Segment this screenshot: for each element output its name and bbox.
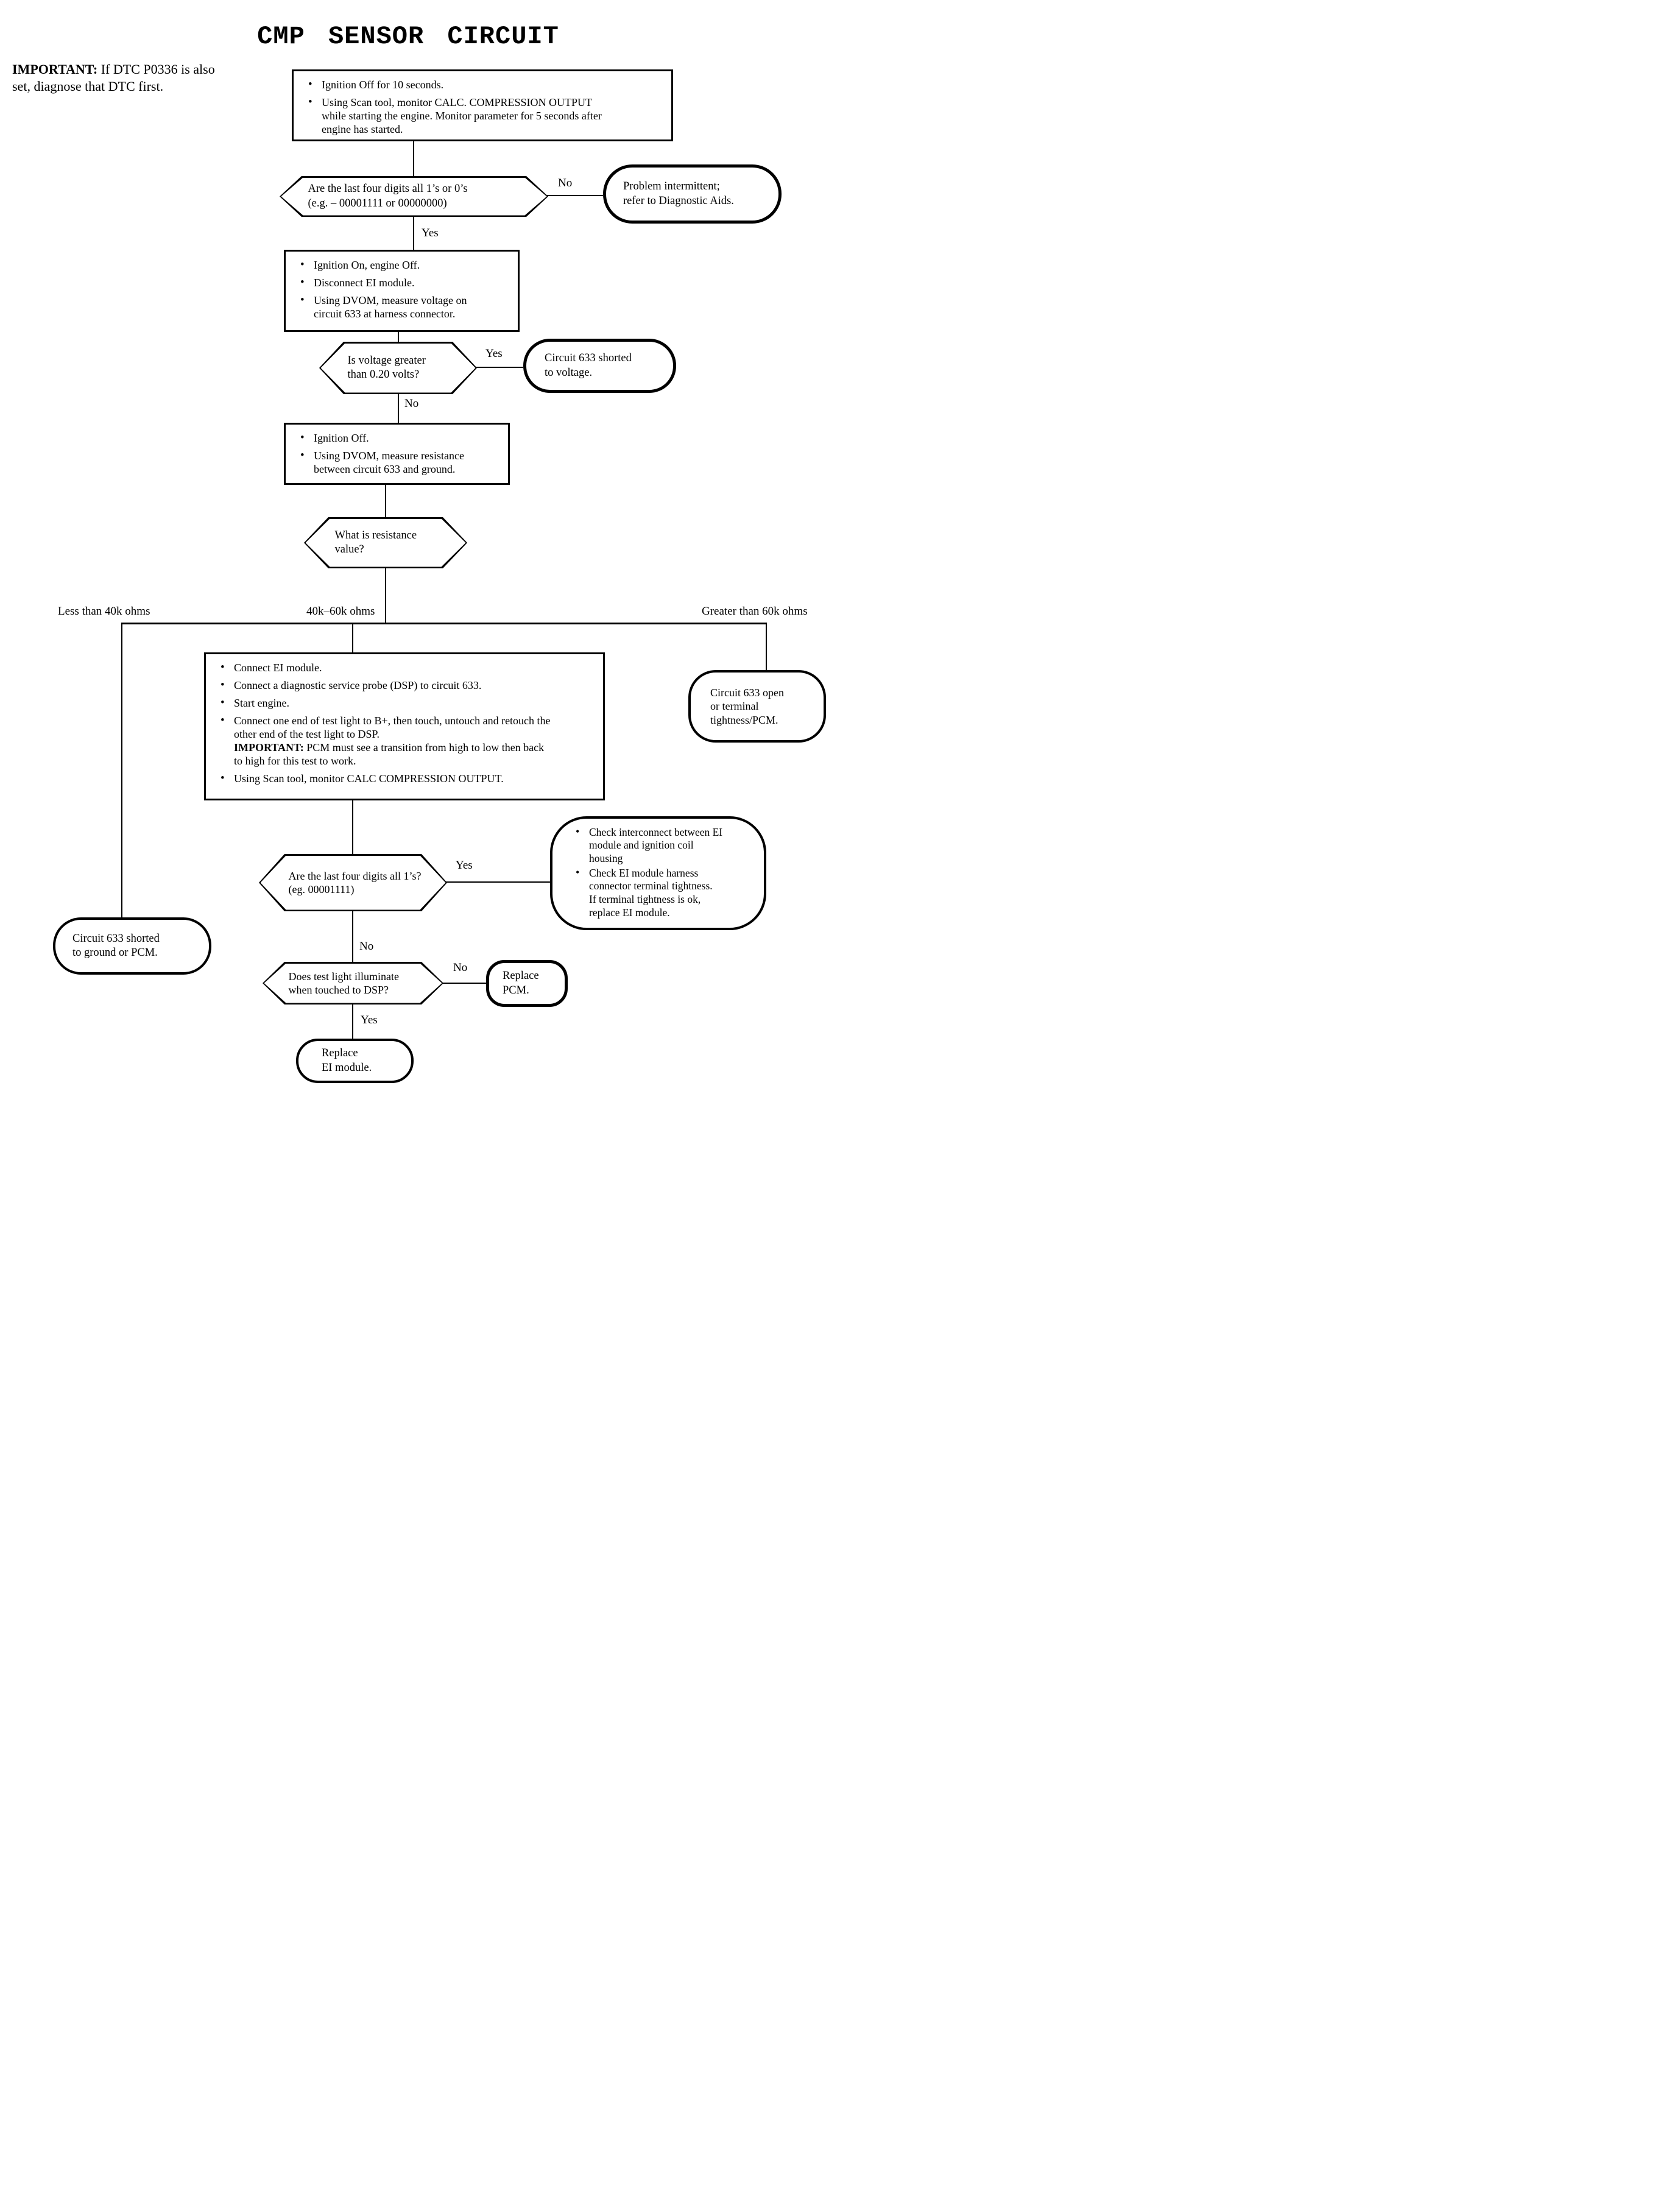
step-testlight-bullet-2: Connect a diagnostic service probe (DSP)… xyxy=(216,678,554,693)
terminal-shorted-to-voltage: Circuit 633 shorted to voltage. xyxy=(523,339,676,393)
decision-resistance-value: What is resistance value? xyxy=(304,517,467,568)
step-box-voltage: Ignition On, engine Off. Disconnect EI m… xyxy=(284,250,520,332)
decision-line: value? xyxy=(334,543,364,556)
edge-label-yes: Yes xyxy=(485,347,503,360)
connector-decision4-decision5 xyxy=(352,911,353,962)
step-testlight-important: IMPORTANT: PCM must see a transition fro… xyxy=(216,741,554,768)
decision-line: What is resistance xyxy=(334,529,417,542)
terminal-shorted-to-ground: Circuit 633 shorted to ground or PCM. xyxy=(53,917,211,975)
step-voltage-bullet-1: Ignition On, engine Off. xyxy=(295,258,481,272)
step-initial-bullet-2: Using Scan tool, monitor CALC. COMPRESSI… xyxy=(303,95,614,136)
step-testlight-bullet-4: Connect one end of test light to B+, the… xyxy=(216,713,554,741)
connector-branch-right xyxy=(766,623,767,671)
step-voltage-bullet-2: Disconnect EI module. xyxy=(295,275,481,290)
terminal-check-bullet-1: Check interconnect between EI module and… xyxy=(573,825,725,866)
step-testlight-bullet-1: Connect EI module. xyxy=(216,660,554,675)
terminal-replace-pcm: Replace PCM. xyxy=(486,960,568,1007)
connector-step4-decision4 xyxy=(352,800,353,854)
step-testlight-important-text: PCM must see a transition from high to l… xyxy=(234,741,545,767)
decision-line: than 0.20 volts? xyxy=(347,369,420,381)
edge-label-no: No xyxy=(359,940,374,953)
terminal-line: Problem intermittent; xyxy=(623,180,720,193)
step-box-initial: Ignition Off for 10 seconds. Using Scan … xyxy=(292,69,673,141)
connector-decision3-branchline xyxy=(385,568,386,624)
decision-line: (e.g. – 00001111 or 00000000) xyxy=(308,197,447,210)
decision-line: Is voltage greater xyxy=(347,354,426,367)
decision-test-light-illuminate: Does test light illuminate when touched … xyxy=(263,962,443,1004)
connector-step2-decision2 xyxy=(398,332,399,342)
terminal-line: to ground or PCM. xyxy=(72,947,158,959)
edge-label-yes: Yes xyxy=(422,227,439,239)
step-resistance-bullet-2: Using DVOM, measure resistance between c… xyxy=(295,448,501,476)
terminal-line: PCM. xyxy=(503,984,529,997)
terminal-line: EI module. xyxy=(322,1061,372,1074)
branch-horizontal-line xyxy=(121,623,767,624)
decision-line: Are the last four digits all 1’s or 0’s xyxy=(308,183,468,196)
terminal-line: tightness/PCM. xyxy=(710,713,778,726)
edge-label-yes: Yes xyxy=(456,859,473,872)
decision-line: Does test light illuminate xyxy=(288,970,399,983)
terminal-line: Circuit 633 shorted xyxy=(72,932,160,945)
connector-step3-decision3 xyxy=(385,485,386,517)
terminal-line: or terminal xyxy=(710,700,759,713)
terminal-problem-intermittent: Problem intermittent; refer to Diagnosti… xyxy=(603,164,782,224)
decision-line: Are the last four digits all 1’s? xyxy=(288,869,422,882)
step-testlight-bullet-5: Using Scan tool, monitor CALC COMPRESSIO… xyxy=(216,771,554,786)
decision-line: when touched to DSP? xyxy=(288,984,389,996)
edge-label-no: No xyxy=(453,961,468,974)
step-testlight-bullet-3: Start engine. xyxy=(216,696,554,710)
connector-decision5-replace-ei xyxy=(352,1004,353,1039)
edge-label-no: No xyxy=(404,397,419,410)
terminal-check-bullet-2: Check EI module harness connector termin… xyxy=(573,866,725,920)
important-note-label: IMPORTANT: xyxy=(12,62,98,77)
connector-decision4-check-interconnect xyxy=(446,881,550,883)
edge-label-no: No xyxy=(558,177,573,189)
branch-label-greater-than-60k: Greater than 60k ohms xyxy=(702,605,808,618)
terminal-line: Circuit 633 open xyxy=(710,686,784,699)
terminal-line: Replace xyxy=(322,1047,358,1060)
connector-decision1-intermittent xyxy=(547,195,603,196)
terminal-line: Replace xyxy=(503,970,539,983)
step-resistance-bullet-1: Ignition Off. xyxy=(295,431,501,445)
connector-branch-left xyxy=(121,623,122,917)
edge-label-yes: Yes xyxy=(361,1014,378,1026)
terminal-line: to voltage. xyxy=(545,366,593,379)
terminal-check-interconnect: Check interconnect between EI module and… xyxy=(550,816,766,930)
decision-voltage-greater: Is voltage greater than 0.20 volts? xyxy=(319,342,477,394)
decision-last-four-digits-1s-0s: Are the last four digits all 1’s or 0’s … xyxy=(280,176,548,217)
connector-decision2-shorted-voltage xyxy=(476,367,523,368)
terminal-replace-ei-module: Replace EI module. xyxy=(296,1039,414,1083)
decision-line: (eg. 00001111) xyxy=(288,883,355,895)
flowchart-page: CMP SENSOR CIRCUIT IMPORTANT: If DTC P03… xyxy=(0,0,840,1105)
connector-decision5-replace-pcm xyxy=(442,983,486,984)
step-initial-bullet-1: Ignition Off for 10 seconds. xyxy=(303,77,614,92)
step-voltage-bullet-3: Using DVOM, measure voltage on circuit 6… xyxy=(295,293,481,321)
important-note-text: If DTC P0336 is also set, diagnose that … xyxy=(12,62,215,94)
branch-label-40k-60k: 40k–60k ohms xyxy=(306,605,375,618)
terminal-circuit-open: Circuit 633 open or terminal tightness/P… xyxy=(688,670,826,743)
connector-branch-center xyxy=(352,623,353,653)
connector-decision1-step2 xyxy=(413,217,414,250)
branch-label-less-than-40k: Less than 40k ohms xyxy=(58,605,150,618)
important-note: IMPORTANT: If DTC P0336 is also set, dia… xyxy=(12,61,222,94)
page-title: CMP SENSOR CIRCUIT xyxy=(257,22,559,51)
step-testlight-important-label: IMPORTANT: xyxy=(234,741,304,754)
terminal-check-bullet-2-text: Check EI module harness connector termin… xyxy=(589,866,713,892)
terminal-check-bullet-2-cont: If terminal tightness is ok, replace EI … xyxy=(589,893,701,919)
terminal-line: refer to Diagnostic Aids. xyxy=(623,194,734,207)
terminal-line: Circuit 633 shorted xyxy=(545,352,632,365)
step-box-test-light: Connect EI module. Connect a diagnostic … xyxy=(204,652,605,800)
connector-decision2-step3 xyxy=(398,394,399,423)
step-box-resistance: Ignition Off. Using DVOM, measure resist… xyxy=(284,423,510,485)
decision-last-four-digits-1s: Are the last four digits all 1’s? (eg. 0… xyxy=(259,854,447,911)
connector-step1-decision1 xyxy=(413,140,414,177)
